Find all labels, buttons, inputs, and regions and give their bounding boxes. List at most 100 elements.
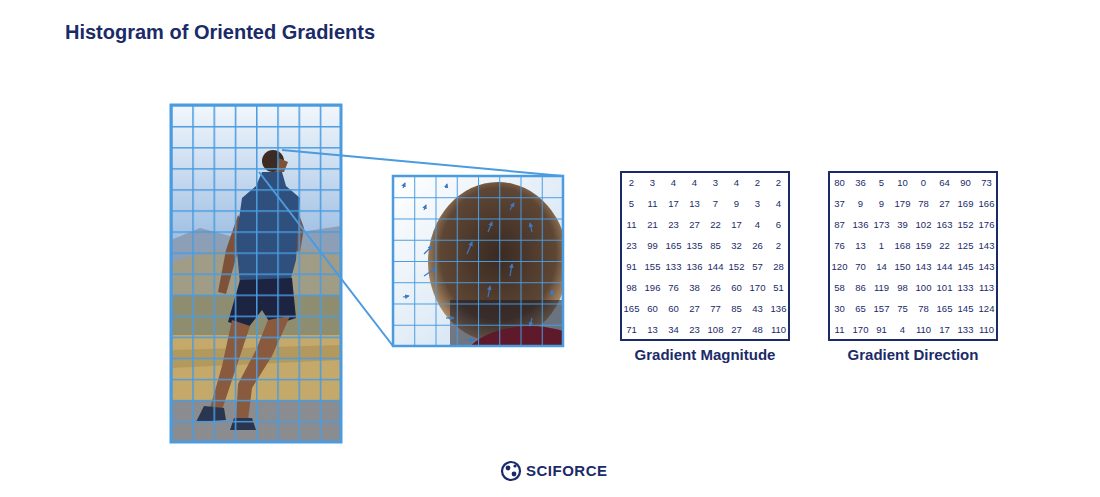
table-cell: 98	[621, 277, 642, 298]
photo-grid-border	[171, 105, 341, 442]
table-cell: 143	[976, 256, 997, 277]
table-cell: 23	[684, 319, 705, 340]
table-cell: 11	[829, 319, 850, 340]
table-cell: 78	[913, 193, 934, 214]
table-cell: 71	[621, 319, 642, 340]
table-cell: 7	[705, 193, 726, 214]
table-cell: 22	[705, 214, 726, 235]
table-cell: 125	[955, 235, 976, 256]
table-cell: 157	[871, 298, 892, 319]
table-cell: 37	[829, 193, 850, 214]
runner-photo	[171, 105, 341, 442]
table-cell: 163	[934, 214, 955, 235]
table-cell: 100	[913, 277, 934, 298]
table-cell: 23	[663, 214, 684, 235]
table-cell: 124	[976, 298, 997, 319]
table-cell: 64	[934, 172, 955, 193]
table-cell: 13	[642, 319, 663, 340]
table-cell: 3	[705, 172, 726, 193]
table-cell: 2	[621, 172, 642, 193]
table-cell: 2	[768, 172, 789, 193]
table-cell: 76	[829, 235, 850, 256]
table-cell: 43	[747, 298, 768, 319]
table-cell: 27	[684, 298, 705, 319]
table-cell: 48	[747, 319, 768, 340]
table-cell: 5	[621, 193, 642, 214]
table-cell: 3	[642, 172, 663, 193]
table-cell: 102	[913, 214, 934, 235]
table-heading: Gradient Magnitude	[605, 346, 805, 363]
table-cell: 101	[934, 277, 955, 298]
table-cell: 196	[642, 277, 663, 298]
table-cell: 155	[642, 256, 663, 277]
table-cell: 65	[850, 298, 871, 319]
table-cell: 136	[684, 256, 705, 277]
table-cell: 165	[934, 298, 955, 319]
table-cell: 143	[976, 235, 997, 256]
table-cell: 6	[768, 214, 789, 235]
table-cell: 179	[892, 193, 913, 214]
table-cell: 22	[934, 235, 955, 256]
zoomed-patch	[393, 176, 563, 346]
table-cell: 39	[892, 214, 913, 235]
table-cell: 152	[726, 256, 747, 277]
table-cell: 11	[642, 193, 663, 214]
logo-text: SCIFORCE	[526, 462, 608, 479]
table-cell: 51	[768, 277, 789, 298]
table-cell: 145	[955, 256, 976, 277]
table-cell: 17	[663, 193, 684, 214]
table-cell: 30	[829, 298, 850, 319]
table-cell: 17	[726, 214, 747, 235]
table-cell: 85	[705, 235, 726, 256]
table-cell: 76	[663, 277, 684, 298]
table-cell: 27	[684, 214, 705, 235]
table-cell: 145	[955, 298, 976, 319]
table-cell: 36	[850, 172, 871, 193]
table-cell: 58	[829, 277, 850, 298]
table-cell: 166	[976, 193, 997, 214]
table-cell: 2	[768, 235, 789, 256]
table-cell: 4	[892, 319, 913, 340]
logo-icon	[502, 462, 520, 480]
table-cell: 57	[747, 256, 768, 277]
table-cell: 98	[892, 277, 913, 298]
table-cell: 77	[705, 298, 726, 319]
table-cell: 13	[850, 235, 871, 256]
logo-icon	[506, 466, 511, 471]
logo-icon	[513, 464, 516, 467]
table-cell: 110	[768, 319, 789, 340]
table-cell: 32	[726, 235, 747, 256]
table-cell: 152	[955, 214, 976, 235]
table-cell: 13	[684, 193, 705, 214]
table-cell: 170	[747, 277, 768, 298]
table-cell: 165	[663, 235, 684, 256]
table-cell: 3	[747, 193, 768, 214]
logo-icon	[502, 462, 520, 480]
table-heading: Gradient Direction	[813, 346, 1013, 363]
table-cell: 11	[621, 214, 642, 235]
table-cell: 168	[892, 235, 913, 256]
page-title: Histogram of Oriented Gradients	[65, 21, 375, 44]
table-cell: 28	[768, 256, 789, 277]
table-cell: 90	[955, 172, 976, 193]
table-cell: 150	[892, 256, 913, 277]
table-cell: 1	[871, 235, 892, 256]
table-cell: 113	[976, 277, 997, 298]
table-cell: 60	[663, 298, 684, 319]
table-cell: 4	[726, 172, 747, 193]
table-cell: 159	[913, 235, 934, 256]
zoom-leader-lines	[282, 150, 563, 176]
table-cell: 120	[829, 256, 850, 277]
table-cell: 91	[871, 319, 892, 340]
table-cell: 10	[892, 172, 913, 193]
table-cell: 5	[871, 172, 892, 193]
table-cell: 23	[621, 235, 642, 256]
table-cell: 110	[976, 319, 997, 340]
table-cell: 27	[934, 193, 955, 214]
table-cell: 26	[705, 277, 726, 298]
table-cell: 136	[768, 298, 789, 319]
magnitude-table-border	[621, 172, 789, 340]
table-cell: 135	[684, 235, 705, 256]
